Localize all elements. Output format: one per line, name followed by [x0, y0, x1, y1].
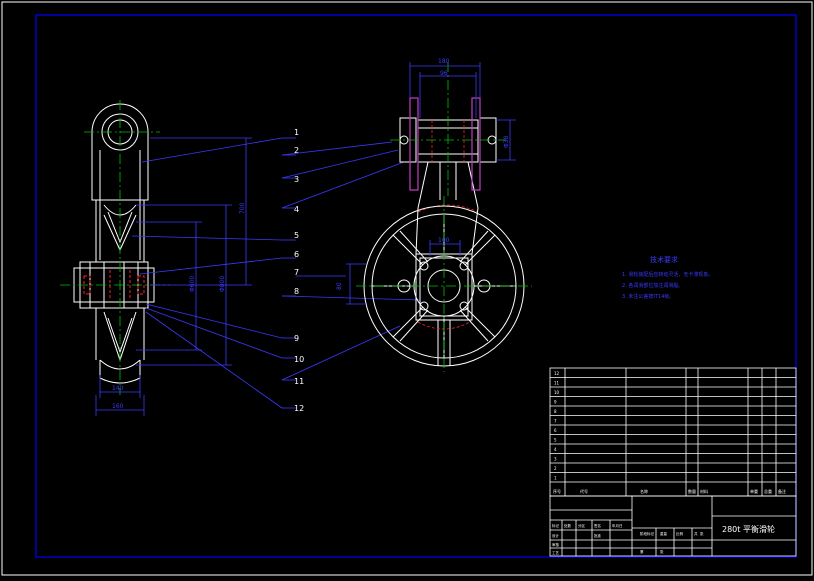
balloon-labels: 1 2 3 4 5 6 7 8 9 10 11 12 [294, 128, 304, 413]
part-row-number: 2 [554, 466, 557, 471]
parts-header-label: 备注 [778, 488, 786, 494]
parts-header-label: 序号 [553, 488, 561, 494]
notes-title: 技术要求 [650, 255, 678, 264]
title-block-small-labels: 标记处数分区签名年月日设计审核工艺批准阶段标记重量比例共张第张 [552, 523, 704, 555]
balloon-3: 3 [294, 175, 299, 184]
dim-left-small: 80 [336, 282, 343, 290]
side-centerlines [60, 100, 170, 395]
notes-line-3: 3. 未注公差按IT14级。 [622, 293, 674, 300]
notes-line-2: 2. 各润滑部位加注润滑脂。 [622, 282, 683, 289]
balloon-9: 9 [294, 334, 299, 343]
parts-header-label: 单重 [750, 488, 758, 494]
part-row-number: 12 [554, 371, 560, 376]
part-row-numbers: 12 11 10 9 8 7 6 5 4 3 2 1 [554, 371, 560, 481]
front-clevis-hidden [417, 120, 479, 213]
dim-height-total: Φ800 [219, 276, 226, 292]
title-block-label: 批准 [594, 533, 602, 538]
title-block-label: 工艺 [552, 550, 560, 555]
part-row-number: 7 [554, 419, 557, 424]
balloon-12: 12 [294, 404, 304, 413]
parts-header-label: 数量 [688, 488, 696, 494]
title-block-label: 共 [694, 531, 698, 536]
title-block-label: 处数 [564, 523, 572, 528]
title-block [549, 495, 797, 557]
dim-top-outer: 180 [438, 58, 450, 65]
tech-notes: 技术要求 1. 滑轮装配后应转动灵活，无卡滞现象。 2. 各润滑部位加注润滑脂。… [622, 255, 713, 300]
leader-lines [131, 137, 421, 409]
part-row-number: 11 [554, 381, 560, 386]
part-row-number: 10 [554, 390, 560, 395]
title-block-label: 标记 [552, 523, 560, 528]
dim-top-inner: 96 [440, 70, 448, 77]
title-block-label: 审核 [552, 542, 560, 547]
dim-width-inner: 140 [112, 385, 124, 392]
title-block-label: 年月日 [612, 523, 623, 528]
title-block-label: 设计 [552, 533, 560, 538]
part-row-number: 1 [554, 476, 557, 481]
part-row-number: 3 [554, 457, 557, 462]
parts-header-label: 总重 [764, 488, 772, 494]
dim-hub-top: 100 [438, 237, 450, 244]
front-centerlines [356, 62, 532, 372]
balloon-11: 11 [294, 377, 304, 386]
parts-header-labels: 序号 代号 名称 数量材料 单重总重备注 [553, 488, 786, 494]
title-block-label: 第 [640, 549, 644, 554]
title-block-label: 张 [660, 549, 664, 554]
balloon-5: 5 [294, 231, 299, 240]
drawing-title: 280t 平衡滑轮 [722, 524, 775, 534]
title-block-label: 阶段标记 [640, 531, 654, 536]
title-block-label: 签名 [594, 523, 601, 528]
notes-line-1: 1. 滑轮装配后应转动灵活，无卡滞现象。 [622, 271, 713, 278]
dim-right-vertical: Φ38 [503, 135, 510, 148]
title-block-label: 重量 [660, 531, 668, 536]
title-block-label: 分区 [578, 523, 586, 528]
part-row-number: 5 [554, 438, 557, 443]
dim-height-upper: 700 [239, 202, 246, 214]
balloon-6: 6 [294, 250, 299, 259]
inner-border [35, 14, 797, 558]
balloon-10: 10 [294, 355, 304, 364]
side-dimensions [95, 137, 252, 416]
balloon-2: 2 [294, 146, 299, 155]
parts-header-label: 材料 [700, 488, 708, 494]
balloon-4: 4 [294, 205, 299, 214]
part-row-number: 4 [554, 447, 557, 452]
balloon-7: 7 [294, 268, 299, 277]
part-row-number: 6 [554, 428, 557, 433]
balloon-8: 8 [294, 287, 299, 296]
front-clevis-plates [409, 97, 481, 191]
side-hidden-lines [83, 270, 145, 300]
part-row-number: 8 [554, 409, 557, 414]
parts-header-label: 名称 [640, 488, 648, 494]
side-view [73, 103, 155, 384]
dim-width-outer: 160 [112, 403, 124, 410]
front-dimensions [346, 62, 516, 305]
title-block-label: 张 [700, 531, 704, 536]
balloon-1: 1 [294, 128, 299, 137]
dim-height-lower: Φ600 [189, 276, 196, 292]
parts-list [549, 367, 797, 497]
parts-header-label: 代号 [580, 488, 588, 494]
part-row-number: 9 [554, 400, 557, 405]
title-block-label: 比例 [676, 531, 684, 536]
